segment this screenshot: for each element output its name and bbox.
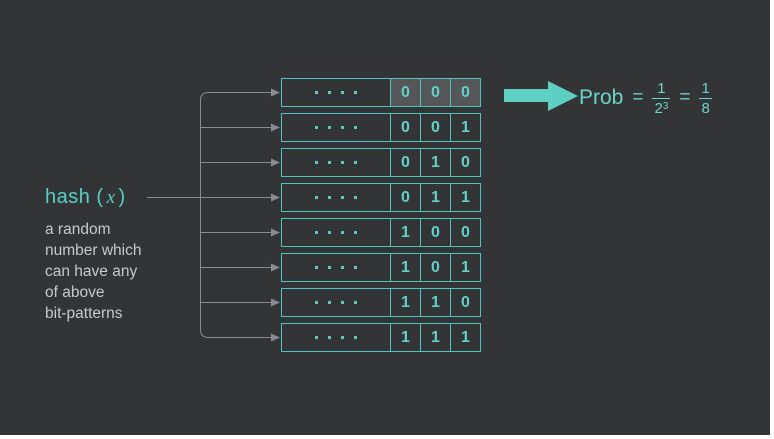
dot-icon [328,231,331,234]
hash-label-prefix: hash ( [45,186,104,208]
fraction-2-denominator: 8 [699,97,712,117]
bit-cell: 1 [420,149,450,176]
dots-placeholder [282,219,390,246]
dot-icon [354,231,357,234]
bit-cell: 1 [390,324,420,351]
dot-icon [341,301,344,304]
bit-cell: 1 [450,254,480,281]
fraction-1-numerator: 1 [657,79,666,97]
dot-icon [315,126,318,129]
dots-placeholder [282,324,390,351]
bit-cell: 1 [450,324,480,351]
dot-icon [341,336,344,339]
formula-prob-label: Prob [579,86,624,109]
dot-icon [341,196,344,199]
dot-icon [328,126,331,129]
hash-description-line: a random [45,221,111,238]
bit-cell: 1 [420,184,450,211]
dots-placeholder [282,149,390,176]
fraction-1-den-exponent: 3 [662,100,669,112]
dot-icon [341,161,344,164]
bit-cell: 1 [420,289,450,316]
dot-icon [354,266,357,269]
formula-fraction-2: 1 8 [699,79,712,117]
dot-icon [354,301,357,304]
bit-cell: 0 [450,219,480,246]
bit-cell: 0 [420,79,450,106]
hash-description-line: of above [45,284,105,301]
dot-icon [328,336,331,339]
bit-cell: 0 [390,149,420,176]
bit-cell: 1 [450,184,480,211]
fraction-1-den-base: 2 [654,99,663,117]
hash-label-variable: x [106,187,116,208]
bit-cell: 0 [420,219,450,246]
dot-icon [341,231,344,234]
bit-cell: 1 [390,219,420,246]
bit-cell: 0 [420,114,450,141]
bit-cell: 0 [450,79,480,106]
bit-cell: 1 [390,289,420,316]
dot-icon [354,91,357,94]
dots-placeholder [282,184,390,211]
dot-icon [354,126,357,129]
dot-icon [315,196,318,199]
dot-icon [315,266,318,269]
dot-icon [341,91,344,94]
dot-icon [328,161,331,164]
fraction-2-numerator: 1 [701,79,710,97]
bit-cell: 0 [390,114,420,141]
formula-equals-1: = [632,87,644,108]
dots-placeholder [282,79,390,106]
probability-formula: Prob = 1 23 = 1 8 [579,76,712,120]
bit-cell: 1 [420,324,450,351]
dot-icon [328,91,331,94]
fraction-1-denominator: 23 [652,97,671,117]
bit-cell: 0 [420,254,450,281]
dot-icon [315,301,318,304]
hash-description: a random number which can have any of above… [45,219,215,324]
hash-description-line: can have any [45,263,138,280]
dot-icon [354,336,357,339]
bit-cell: 1 [450,114,480,141]
formula-fraction-1: 1 23 [652,79,671,117]
dot-icon [341,126,344,129]
formula-equals-2: = [679,87,691,108]
bit-cell: 0 [450,149,480,176]
bit-cell: 0 [390,79,420,106]
dots-placeholder [282,254,390,281]
dot-icon [315,336,318,339]
hash-function-label: hash (x) [45,186,126,209]
hash-description-line: number which [45,242,142,259]
hash-label-suffix: ) [118,186,126,208]
dots-placeholder [282,114,390,141]
dot-icon [315,161,318,164]
dot-icon [315,91,318,94]
hash-description-line: bit-patterns [45,305,123,322]
dot-icon [354,161,357,164]
dot-icon [354,196,357,199]
bit-cell: 0 [390,184,420,211]
dots-placeholder [282,289,390,316]
dot-icon [315,231,318,234]
dot-icon [328,301,331,304]
dot-icon [341,266,344,269]
dot-icon [328,266,331,269]
bit-cell: 1 [390,254,420,281]
dot-icon [328,196,331,199]
bit-cell: 0 [450,289,480,316]
